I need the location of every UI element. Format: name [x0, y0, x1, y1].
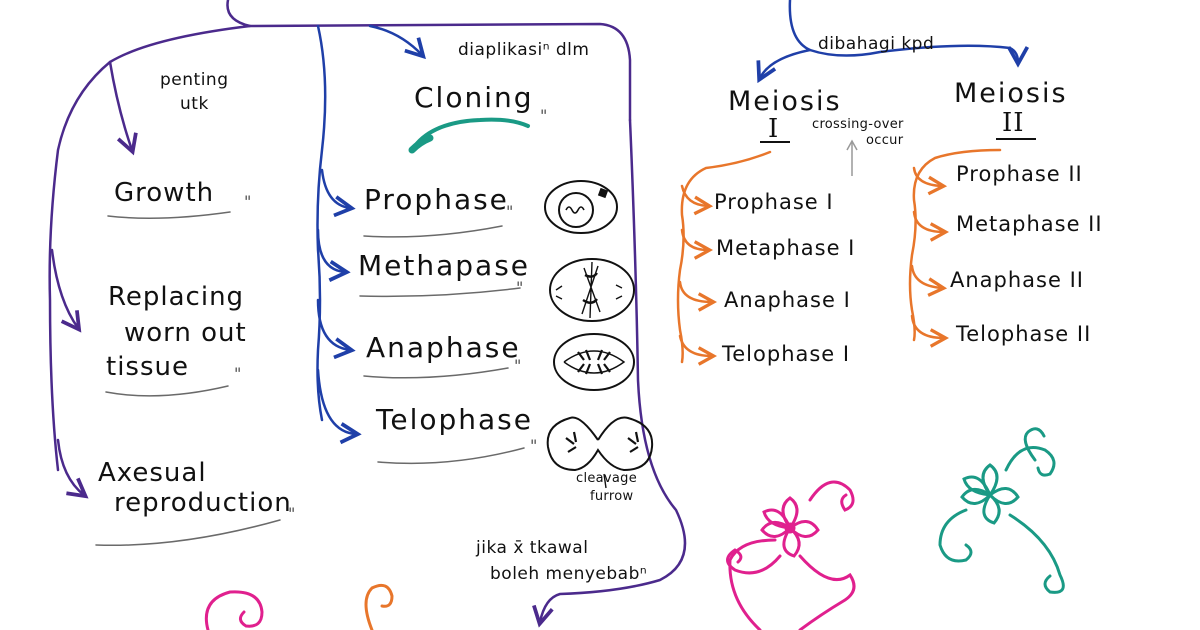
arrow-replacing	[50, 248, 78, 328]
cleavage-pointer	[603, 473, 607, 489]
reproduction-label: reproduction	[114, 488, 292, 518]
arrow-anaphase	[316, 298, 350, 350]
mitosis-phase-anaphase: Anaphase	[366, 331, 521, 364]
cleavage-label: cleavage	[576, 471, 638, 486]
penting-label: penting	[160, 70, 229, 90]
crossing-over-label: crossing-over	[812, 117, 904, 132]
mitosis-stem	[316, 24, 327, 422]
meiosis-2-numeral: II	[1002, 108, 1025, 138]
arrow-growth	[108, 60, 132, 150]
reproduction-ditto: "	[288, 504, 298, 523]
tissue-ditto: "	[234, 364, 244, 383]
telophase-ditto: "	[530, 436, 540, 455]
right-bracket	[540, 118, 687, 622]
arrow-meiosis-1	[760, 48, 812, 78]
cell-prophase	[544, 180, 618, 234]
arrow-prophase	[320, 168, 350, 208]
replacing-label: Replacing	[108, 282, 245, 312]
meiosis2-anaphase: Anaphase II	[950, 268, 1084, 292]
orange-connectors	[676, 148, 1002, 362]
arrow-cloning	[368, 24, 422, 55]
dibahagi-label: dibahagi kpd	[818, 34, 935, 54]
anaphase-ditto: "	[514, 356, 524, 375]
cell-metaphase	[549, 258, 635, 322]
metaphase-ditto: "	[516, 278, 526, 297]
meiosis2-metaphase: Metaphase II	[956, 212, 1103, 236]
meiosis1-metaphase: Metaphase I	[716, 236, 856, 260]
furrow-label: furrow	[590, 489, 634, 504]
arrow-telophase	[316, 368, 356, 434]
meiosis2-prophase: Prophase II	[956, 162, 1083, 186]
meiosis2-telophase: Telophase II	[956, 322, 1092, 346]
jika-label: jika x̄ tkawal	[476, 538, 589, 558]
arrow-metaphase	[316, 228, 345, 272]
tissue-label: tissue	[106, 352, 189, 382]
meiosis1-telophase: Telophase I	[722, 342, 851, 366]
cloning-ditto: "	[540, 106, 550, 125]
meiosis1-prophase: Prophase I	[714, 190, 834, 214]
mitosis-phase-prophase: Prophase	[364, 183, 509, 216]
arrow-asexual	[56, 438, 84, 495]
utk-label: utk	[180, 94, 209, 114]
boleh-label: boleh menyebabⁿ	[490, 564, 648, 584]
prophase-ditto: "	[506, 202, 516, 221]
mitosis-phase-telophase: Telophase	[376, 403, 533, 436]
meiosis-2-title: Meiosis	[954, 78, 1068, 109]
worn-out-label: worn out	[124, 318, 247, 348]
occur-label: occur	[866, 133, 904, 148]
meiosis-1-title: Meiosis	[728, 86, 842, 117]
meiosis2-stem	[908, 148, 1002, 342]
top-stem	[226, 0, 632, 122]
meiosis1-anaphase: Anaphase I	[724, 288, 851, 312]
orange-swirl-bottom	[364, 583, 394, 630]
meiosis-1-numeral: I	[768, 114, 780, 144]
mitosis-phase-metaphase: Methapase	[358, 249, 531, 282]
cloning-swoosh	[408, 117, 530, 154]
blue-connectors	[316, 0, 1019, 434]
left-branch	[48, 24, 252, 472]
magenta-swirl-left	[204, 590, 264, 630]
numeral-underlines	[760, 138, 1036, 143]
cell-anaphase	[553, 333, 635, 391]
diaplikasi-label: diaplikasiⁿ dlm	[458, 40, 590, 60]
purple-connectors	[48, 0, 687, 622]
meiosis-split	[788, 0, 1018, 62]
growth-ditto: "	[244, 192, 254, 211]
cloning-label: Cloning	[414, 81, 534, 114]
axesual-label: Axesual	[98, 458, 207, 488]
cell-telophase	[546, 416, 654, 489]
growth-label: Growth	[114, 178, 215, 208]
teal-flower	[938, 427, 1065, 594]
magenta-flower	[726, 480, 856, 630]
squiggle-underlines	[95, 211, 525, 547]
